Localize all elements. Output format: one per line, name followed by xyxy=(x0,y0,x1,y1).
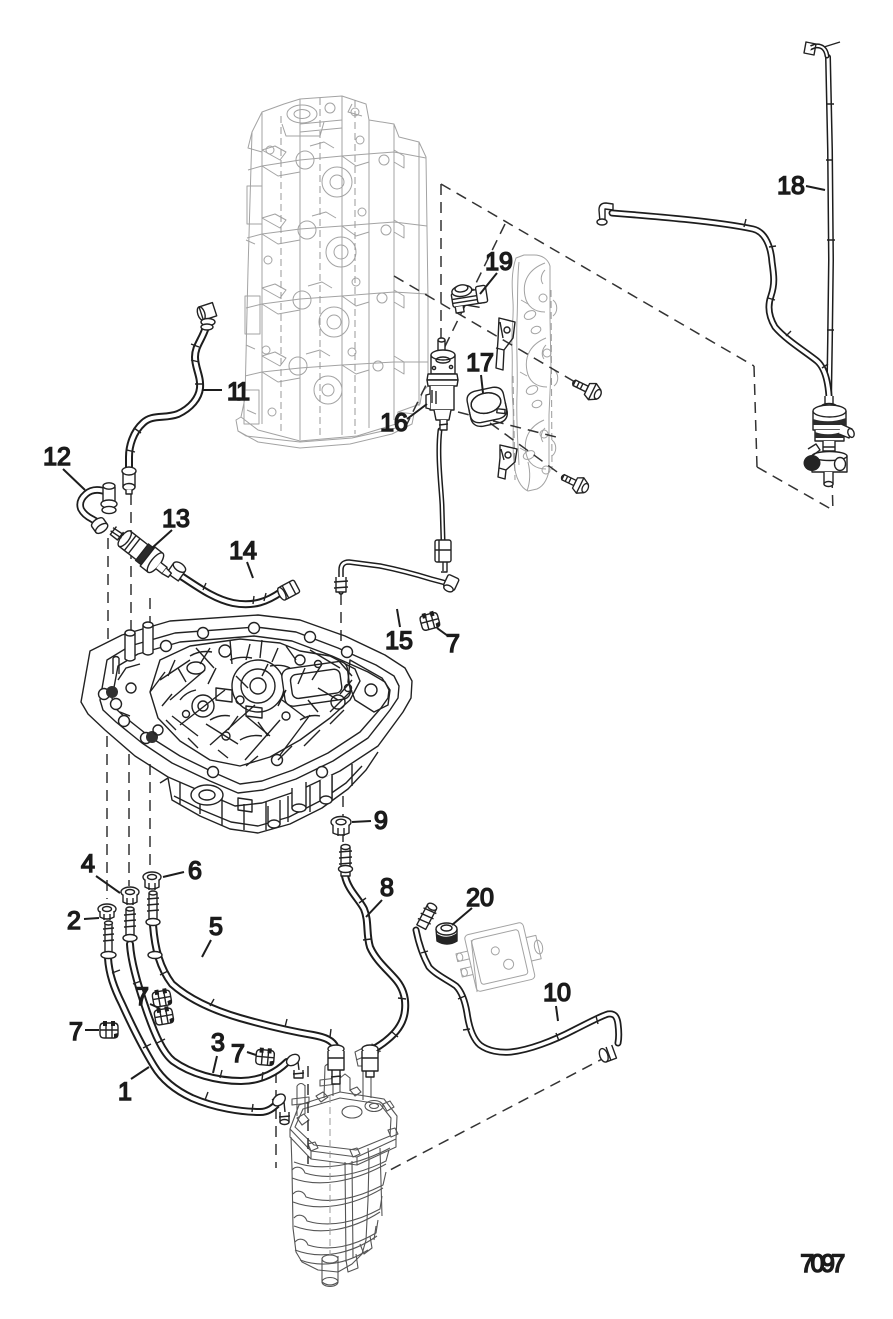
svg-text:10: 10 xyxy=(543,979,571,1007)
svg-text:1: 1 xyxy=(118,1078,132,1106)
svg-text:6: 6 xyxy=(188,857,202,885)
svg-text:5: 5 xyxy=(209,913,223,941)
svg-text:7: 7 xyxy=(69,1018,83,1046)
svg-text:8: 8 xyxy=(380,874,394,902)
svg-text:18: 18 xyxy=(777,172,805,200)
svg-text:9: 9 xyxy=(374,807,388,835)
svg-text:4: 4 xyxy=(81,850,95,878)
svg-text:7: 7 xyxy=(231,1040,245,1068)
svg-text:16: 16 xyxy=(380,409,408,437)
svg-text:15: 15 xyxy=(385,627,413,655)
svg-text:7: 7 xyxy=(446,630,460,658)
svg-text:19: 19 xyxy=(485,248,513,276)
svg-text:2: 2 xyxy=(67,907,81,935)
svg-text:3: 3 xyxy=(211,1029,225,1057)
svg-text:13: 13 xyxy=(162,505,190,533)
svg-text:11: 11 xyxy=(227,378,249,406)
svg-text:20: 20 xyxy=(466,884,494,912)
svg-text:7097: 7097 xyxy=(800,1250,844,1278)
svg-text:12: 12 xyxy=(43,443,71,471)
svg-text:17: 17 xyxy=(466,349,494,377)
svg-text:14: 14 xyxy=(229,537,257,565)
svg-text:7: 7 xyxy=(135,983,149,1011)
